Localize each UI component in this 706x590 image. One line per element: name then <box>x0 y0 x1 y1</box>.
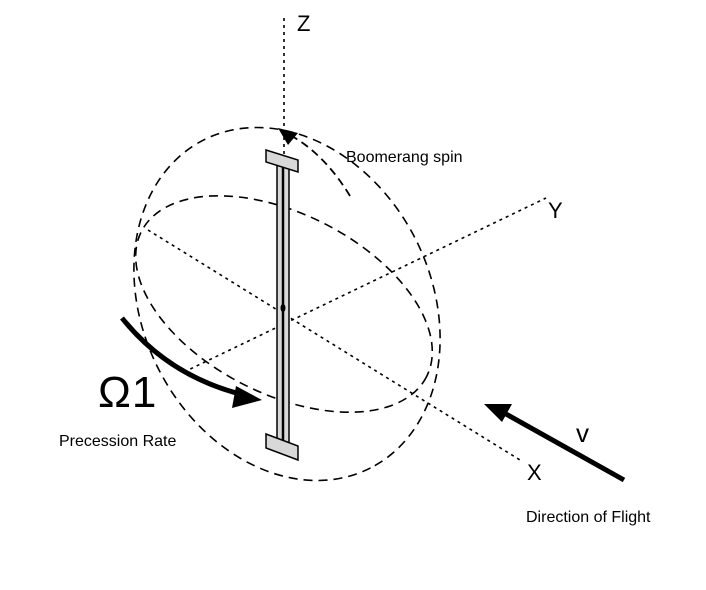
precession-arrow <box>120 316 249 399</box>
direction-of-flight-label: Direction of Flight <box>526 509 651 526</box>
precession-rate-label: Precession Rate <box>59 433 177 450</box>
x-axis-line <box>147 229 521 461</box>
precession-ellipse <box>134 195 434 413</box>
omega-symbol: Ω1 <box>98 368 158 417</box>
velocity-arrowhead <box>484 404 512 422</box>
precession-arrowhead <box>232 386 262 408</box>
boomerang-spin-label: Boomerang spin <box>346 149 463 166</box>
spin-ellipse <box>133 126 441 482</box>
boomerang-blade <box>265 148 299 462</box>
y-axis-label: Y <box>548 198 563 223</box>
z-axis-label: Z <box>297 11 311 36</box>
velocity-label: v <box>576 418 589 448</box>
boomerang-spin-arrowhead <box>278 128 298 145</box>
velocity-arrow <box>504 411 626 483</box>
x-axis-label: X <box>527 460 542 485</box>
